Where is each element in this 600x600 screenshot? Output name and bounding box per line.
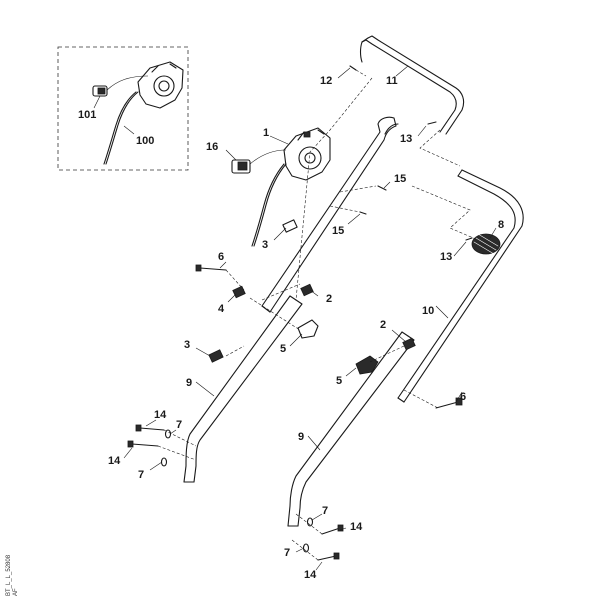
callout-101: 101 [78,109,96,121]
drawing-code: BT_L_L_52808 [6,554,12,596]
washer-7-b [160,457,168,467]
callout-14-b: 14 [108,455,121,467]
callout-14-d: 14 [304,569,317,581]
callout-7-d: 7 [284,547,290,559]
bush-2-lower [402,337,416,351]
callout-7-c: 7 [322,505,328,517]
callout-15-upper: 15 [394,173,406,185]
callout-8: 8 [498,219,504,231]
screw-6-left [195,264,227,272]
screw-14-a [135,424,165,432]
callout-100: 100 [136,135,154,147]
screw-14-b [127,440,159,448]
callout-2-upper: 2 [326,293,332,305]
cable-inset [105,91,139,165]
callout-13-upper: 13 [400,133,412,145]
screw-13-upper [427,121,437,125]
bush-3-upper [282,219,298,233]
screw-15-upper [377,185,387,191]
callout-4: 4 [218,303,225,315]
upper-handle-bar [359,35,465,135]
callout-6-left: 6 [218,251,224,263]
callout-11: 11 [386,75,398,87]
callout-6-right: 6 [460,391,466,403]
callout-16: 16 [206,141,218,153]
callout-7-a: 7 [176,419,182,431]
right-handle-tube [397,169,524,403]
callout-12: 12 [320,75,332,87]
callout-9-upper: 9 [186,377,192,389]
screw-6-right [435,397,463,409]
screw-13-lower [465,237,473,241]
lower-handle-tube-right [287,331,415,527]
callout-15-lower: 15 [332,225,344,237]
screw-12 [349,65,357,71]
screw-14-c [321,524,344,535]
adjustment-knob [471,233,501,255]
switch-housing-inset [137,61,184,109]
cable-main [253,163,287,247]
screw-15-lower [359,211,367,215]
callout-10: 10 [422,305,434,317]
callout-3-lower: 3 [184,339,190,351]
lower-handle-tube-left [183,295,303,483]
switch-housing [283,127,331,181]
bush-2-upper [300,283,314,297]
clamp-lever-lower [355,355,379,375]
callout-7-b: 7 [138,469,144,481]
callout-2-lower: 2 [380,319,386,331]
clamp-lever-upper [297,319,319,339]
callout-5-lower: 5 [336,375,342,387]
callout-3-upper: 3 [262,239,268,251]
screw-14-d [317,552,340,561]
nut-4 [232,285,246,299]
middle-handle-tube [261,116,399,313]
drawing-code-sub: AF [13,588,19,596]
bush-3-lower [208,349,224,363]
plug-connector [231,149,287,174]
plug-inset [92,85,108,97]
callout-14-c: 14 [350,521,363,533]
callout-1: 1 [263,127,269,139]
callout-9-lower: 9 [298,431,304,443]
callout-14-a: 14 [154,409,167,421]
callout-13-lower: 13 [440,251,452,263]
callout-5-upper: 5 [280,343,286,355]
